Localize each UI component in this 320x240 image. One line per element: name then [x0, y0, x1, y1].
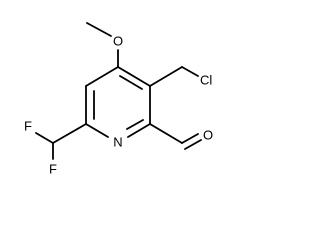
difluoromethyl-bond — [52, 123, 87, 144]
oxygen-aldehyde-label: O — [203, 127, 213, 142]
ring-double-bond — [119, 75, 143, 90]
methoxy-group: O — [86, 22, 123, 68]
difluoromethyl-bond — [35, 132, 54, 144]
nitrogen-label: N — [113, 134, 122, 149]
difluoromethyl-group: F F — [24, 118, 87, 176]
aldehyde-double-bond — [181, 133, 199, 144]
methoxy-bond — [86, 22, 112, 37]
pyridine-ring — [85, 66, 151, 138]
chloromethyl-bond — [181, 66, 199, 77]
chloromethyl-group: Cl — [149, 66, 212, 87]
ring-bond — [117, 66, 151, 87]
aldehyde-bond — [149, 123, 183, 144]
ring-bond — [85, 66, 119, 87]
fluorine-top-label: F — [24, 118, 32, 133]
aldehyde-group: O — [149, 123, 213, 150]
aldehyde-double-bond — [184, 139, 202, 150]
ring-bond — [127, 123, 151, 138]
chloromethyl-bond — [149, 66, 183, 87]
ring-bond — [85, 123, 109, 138]
chemical-structure: O Cl F F N O — [24, 22, 213, 176]
ring-double-bond — [126, 119, 144, 130]
chlorine-label: Cl — [200, 72, 212, 87]
oxygen-methoxy-label: O — [113, 33, 123, 48]
fluorine-bottom-label: F — [49, 161, 57, 176]
